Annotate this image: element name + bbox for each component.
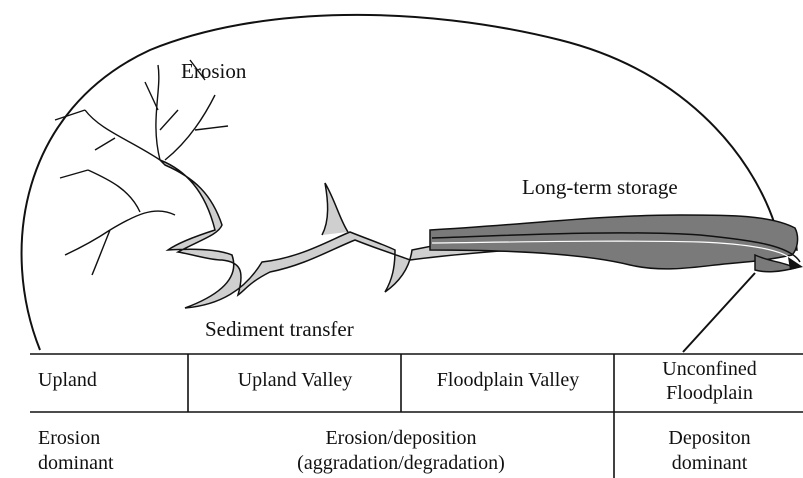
zone-floodplain-valley: Floodplain Valley bbox=[402, 369, 614, 392]
process-erosion-deposition-line1: Erosion/deposition bbox=[188, 427, 614, 450]
process-erosion-deposition-line2: (aggradation/degradation) bbox=[188, 452, 614, 475]
channel-spur-upper bbox=[322, 183, 348, 235]
zone-unconfined-floodplain-line2: Floodplain bbox=[616, 382, 803, 405]
process-deposition-dominant-line1: Depositon bbox=[616, 427, 803, 450]
process-deposition-dominant-line2: dominant bbox=[616, 452, 803, 475]
tributary-network bbox=[55, 60, 228, 275]
long-term-storage-label: Long-term storage bbox=[522, 176, 678, 198]
process-erosion-dominant-line1: Erosion bbox=[38, 427, 178, 450]
zone-upland: Upland bbox=[38, 369, 178, 392]
erosion-label: Erosion bbox=[181, 60, 246, 82]
boundary-to-table-line bbox=[683, 273, 755, 352]
zone-upland-valley: Upland Valley bbox=[190, 369, 400, 392]
zone-unconfined-floodplain-line1: Unconfined bbox=[616, 358, 803, 381]
process-erosion-dominant-line2: dominant bbox=[38, 452, 178, 475]
sediment-transfer-label: Sediment transfer bbox=[205, 318, 354, 340]
outlet-arrow bbox=[788, 257, 803, 270]
